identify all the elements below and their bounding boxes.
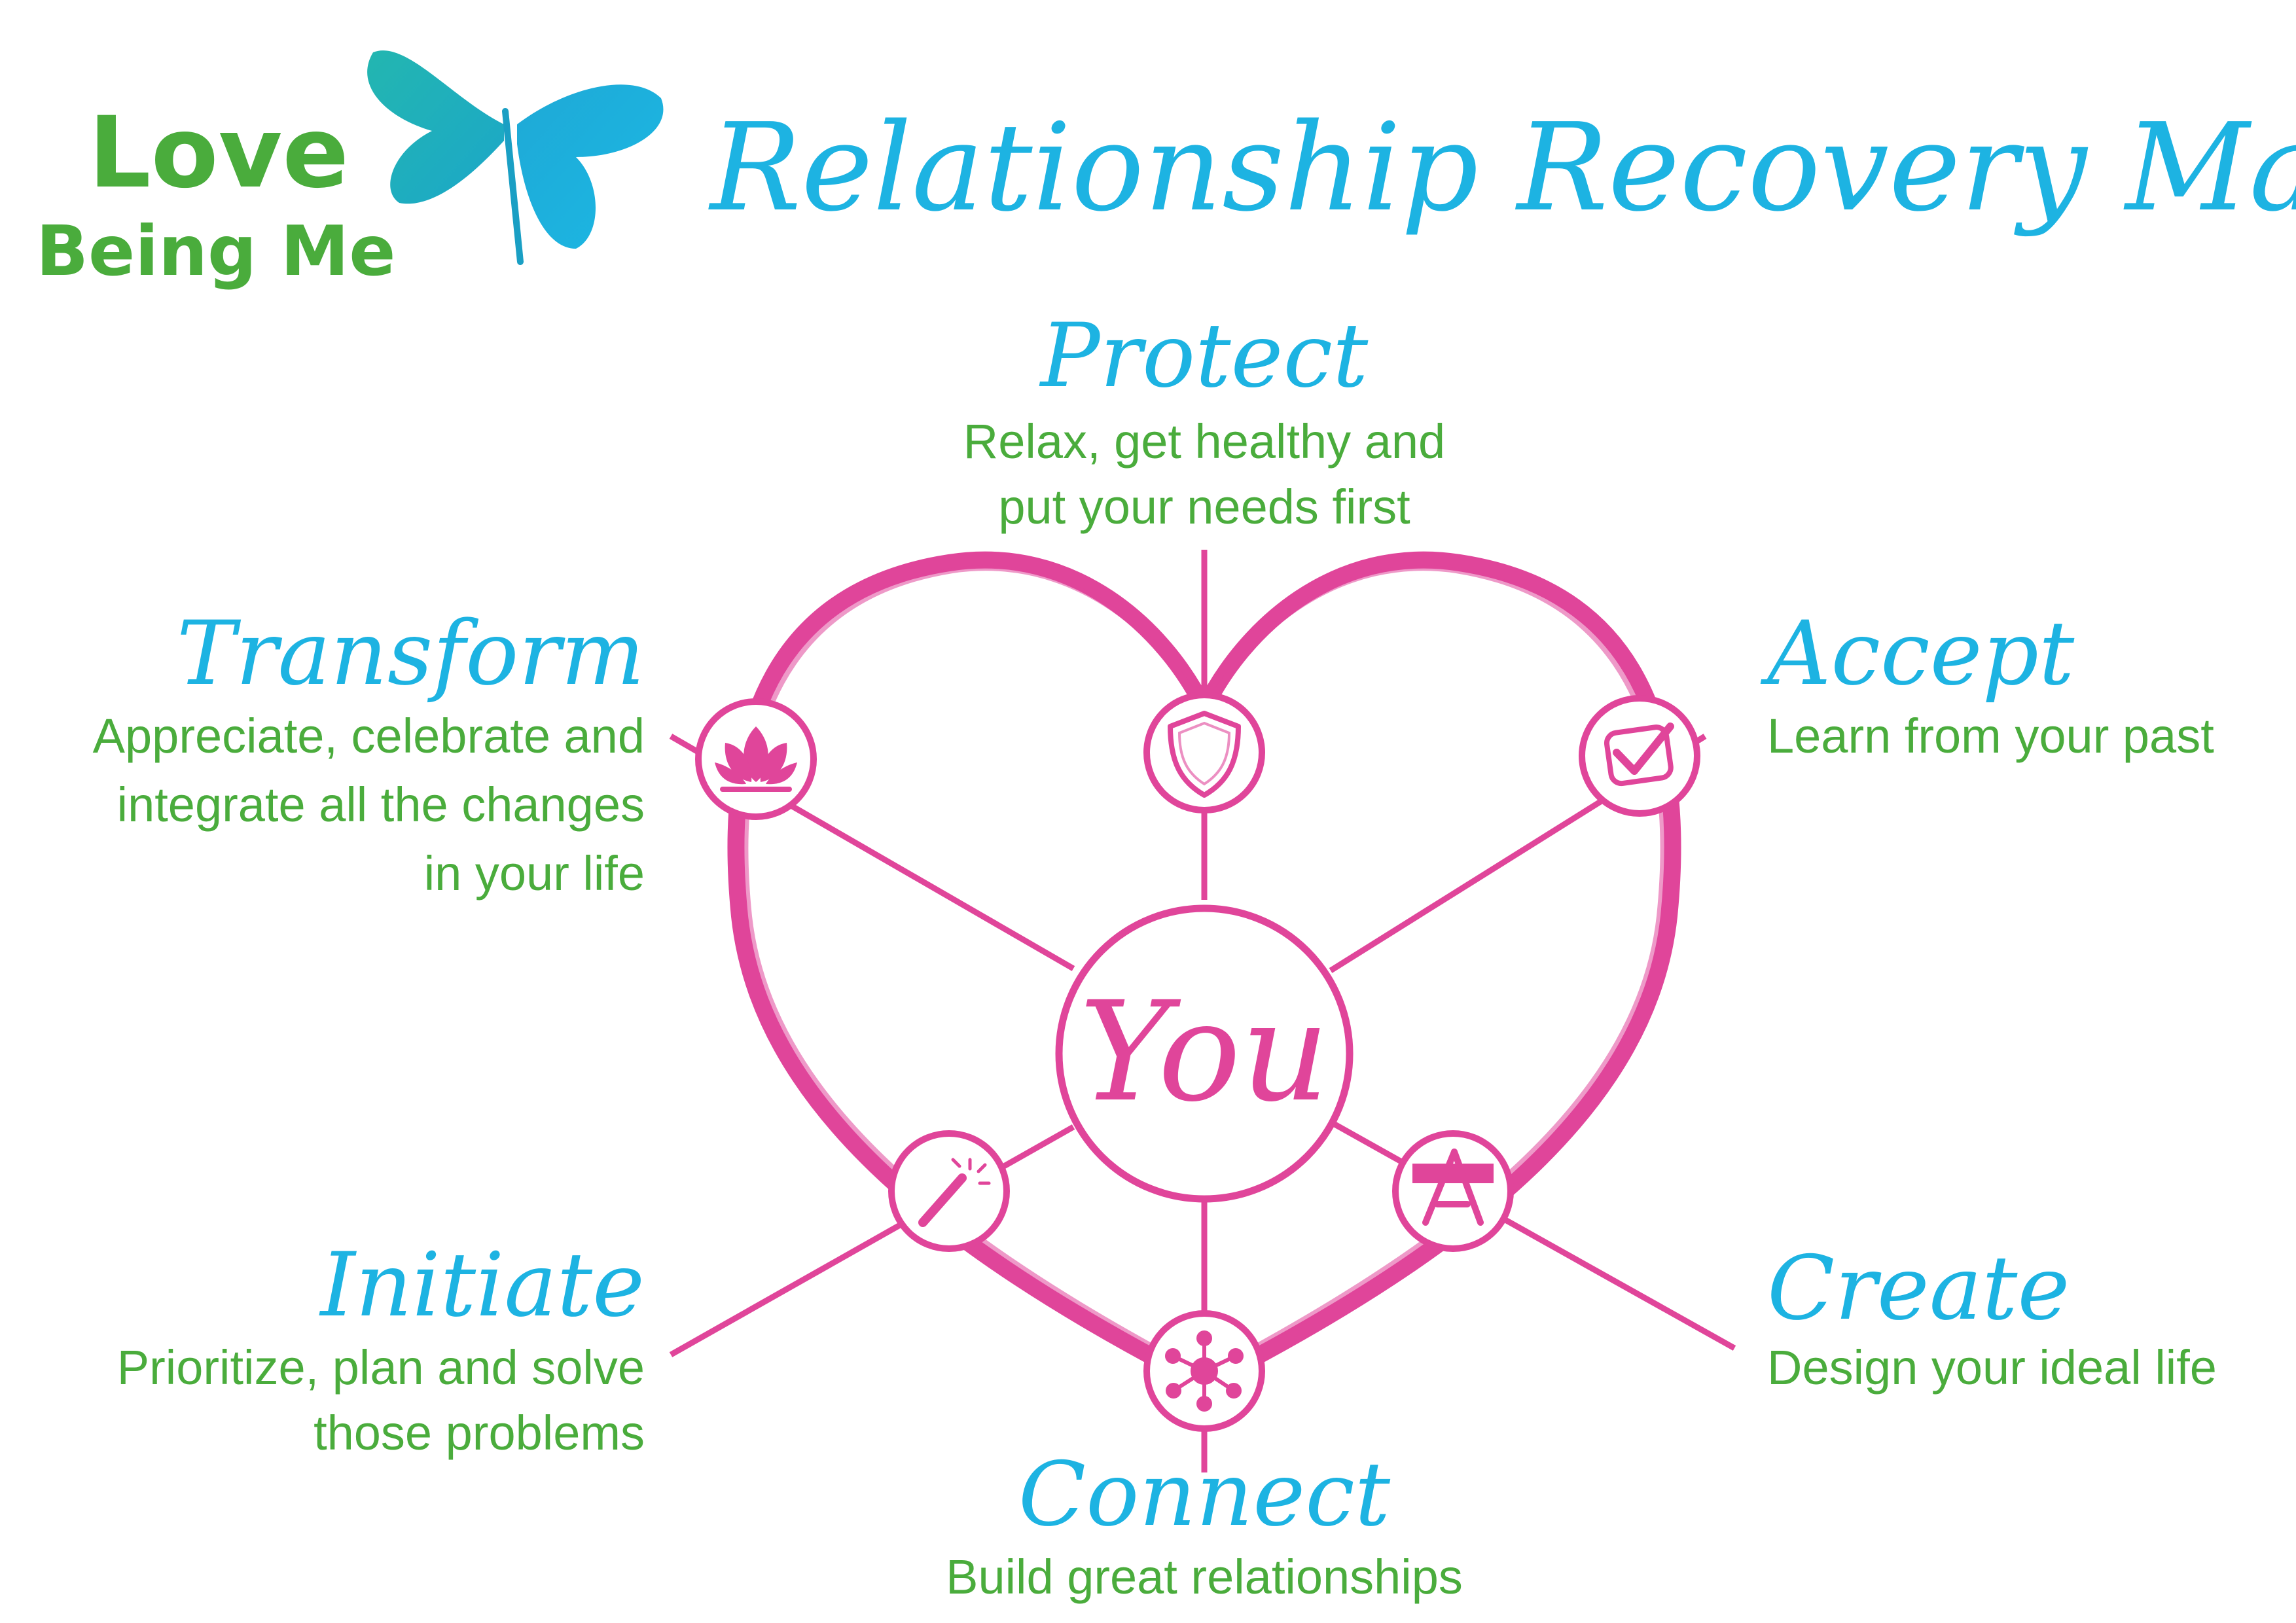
node-initiate: [888, 1130, 1010, 1252]
logo: Love Being Me: [36, 50, 664, 291]
node-accept: [1579, 695, 1700, 817]
spoke-create: [1323, 1116, 1736, 1351]
checkmark-icon: [1604, 722, 1674, 787]
network-hub-icon: [1165, 1330, 1244, 1412]
label-transform: Transform Appreciate, celebrate and inte…: [93, 602, 645, 901]
logo-line2: Being Me: [36, 211, 395, 291]
connect-title: Connect: [1018, 1443, 1391, 1546]
connect-desc-line1: Build great relationships: [946, 1550, 1463, 1604]
node-connect: [1143, 1310, 1265, 1432]
initiate-title: Initiate: [318, 1234, 645, 1336]
logo-line1: Love: [88, 96, 349, 210]
transform-desc-line1: Appreciate, celebrate and: [93, 709, 645, 763]
drafting-compass-icon: [1412, 1149, 1494, 1226]
initiate-desc-line1: Prioritize, plan and solve: [117, 1340, 645, 1395]
center-node: You: [1055, 904, 1354, 1203]
accept-title: Accept: [1760, 602, 2075, 705]
accept-desc-line1: Learn from your past: [1767, 709, 2214, 763]
page-title: Relationship Recovery Matrix™: [708, 97, 2296, 238]
butterfly-icon: [367, 50, 664, 265]
node-create: [1392, 1130, 1514, 1252]
center-label: You: [1079, 972, 1329, 1132]
node-transform: [695, 698, 817, 820]
magic-wand-icon: [918, 1158, 991, 1227]
create-title: Create: [1767, 1237, 2070, 1340]
transform-title: Transform: [177, 602, 645, 705]
create-desc-line1: Design your ideal life: [1767, 1340, 2217, 1395]
initiate-desc-line2: those problems: [314, 1406, 645, 1460]
label-protect: Protect Relax, get healthy and put your …: [963, 304, 1445, 534]
protect-desc-line1: Relax, get healthy and: [963, 414, 1445, 469]
shield-icon: [1168, 711, 1241, 798]
transform-desc-line3: in your life: [424, 846, 645, 901]
spoke-initiate: [669, 1124, 1075, 1357]
label-initiate: Initiate Prioritize, plan and solve thos…: [117, 1234, 645, 1460]
node-protect: [1143, 692, 1265, 813]
transform-desc-line2: integrate all the changes: [117, 777, 645, 832]
protect-desc-line2: put your needs first: [998, 480, 1410, 534]
label-accept: Accept Learn from your past: [1760, 602, 2214, 763]
label-create: Create Design your ideal life: [1767, 1237, 2217, 1395]
lotus-icon: [715, 726, 797, 792]
label-connect: Connect Build great relationships: [946, 1443, 1463, 1604]
protect-title: Protect: [1039, 304, 1369, 407]
